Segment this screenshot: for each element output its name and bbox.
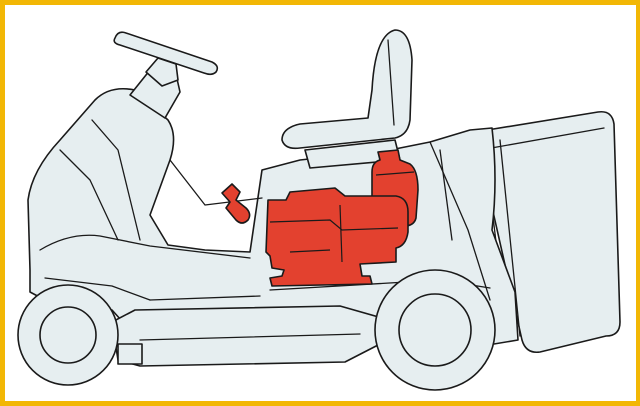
rear-wheel [375, 270, 495, 390]
seat [282, 30, 412, 168]
cutting-deck [112, 306, 382, 366]
front-wheel [18, 285, 118, 385]
throttle-control [222, 184, 250, 223]
